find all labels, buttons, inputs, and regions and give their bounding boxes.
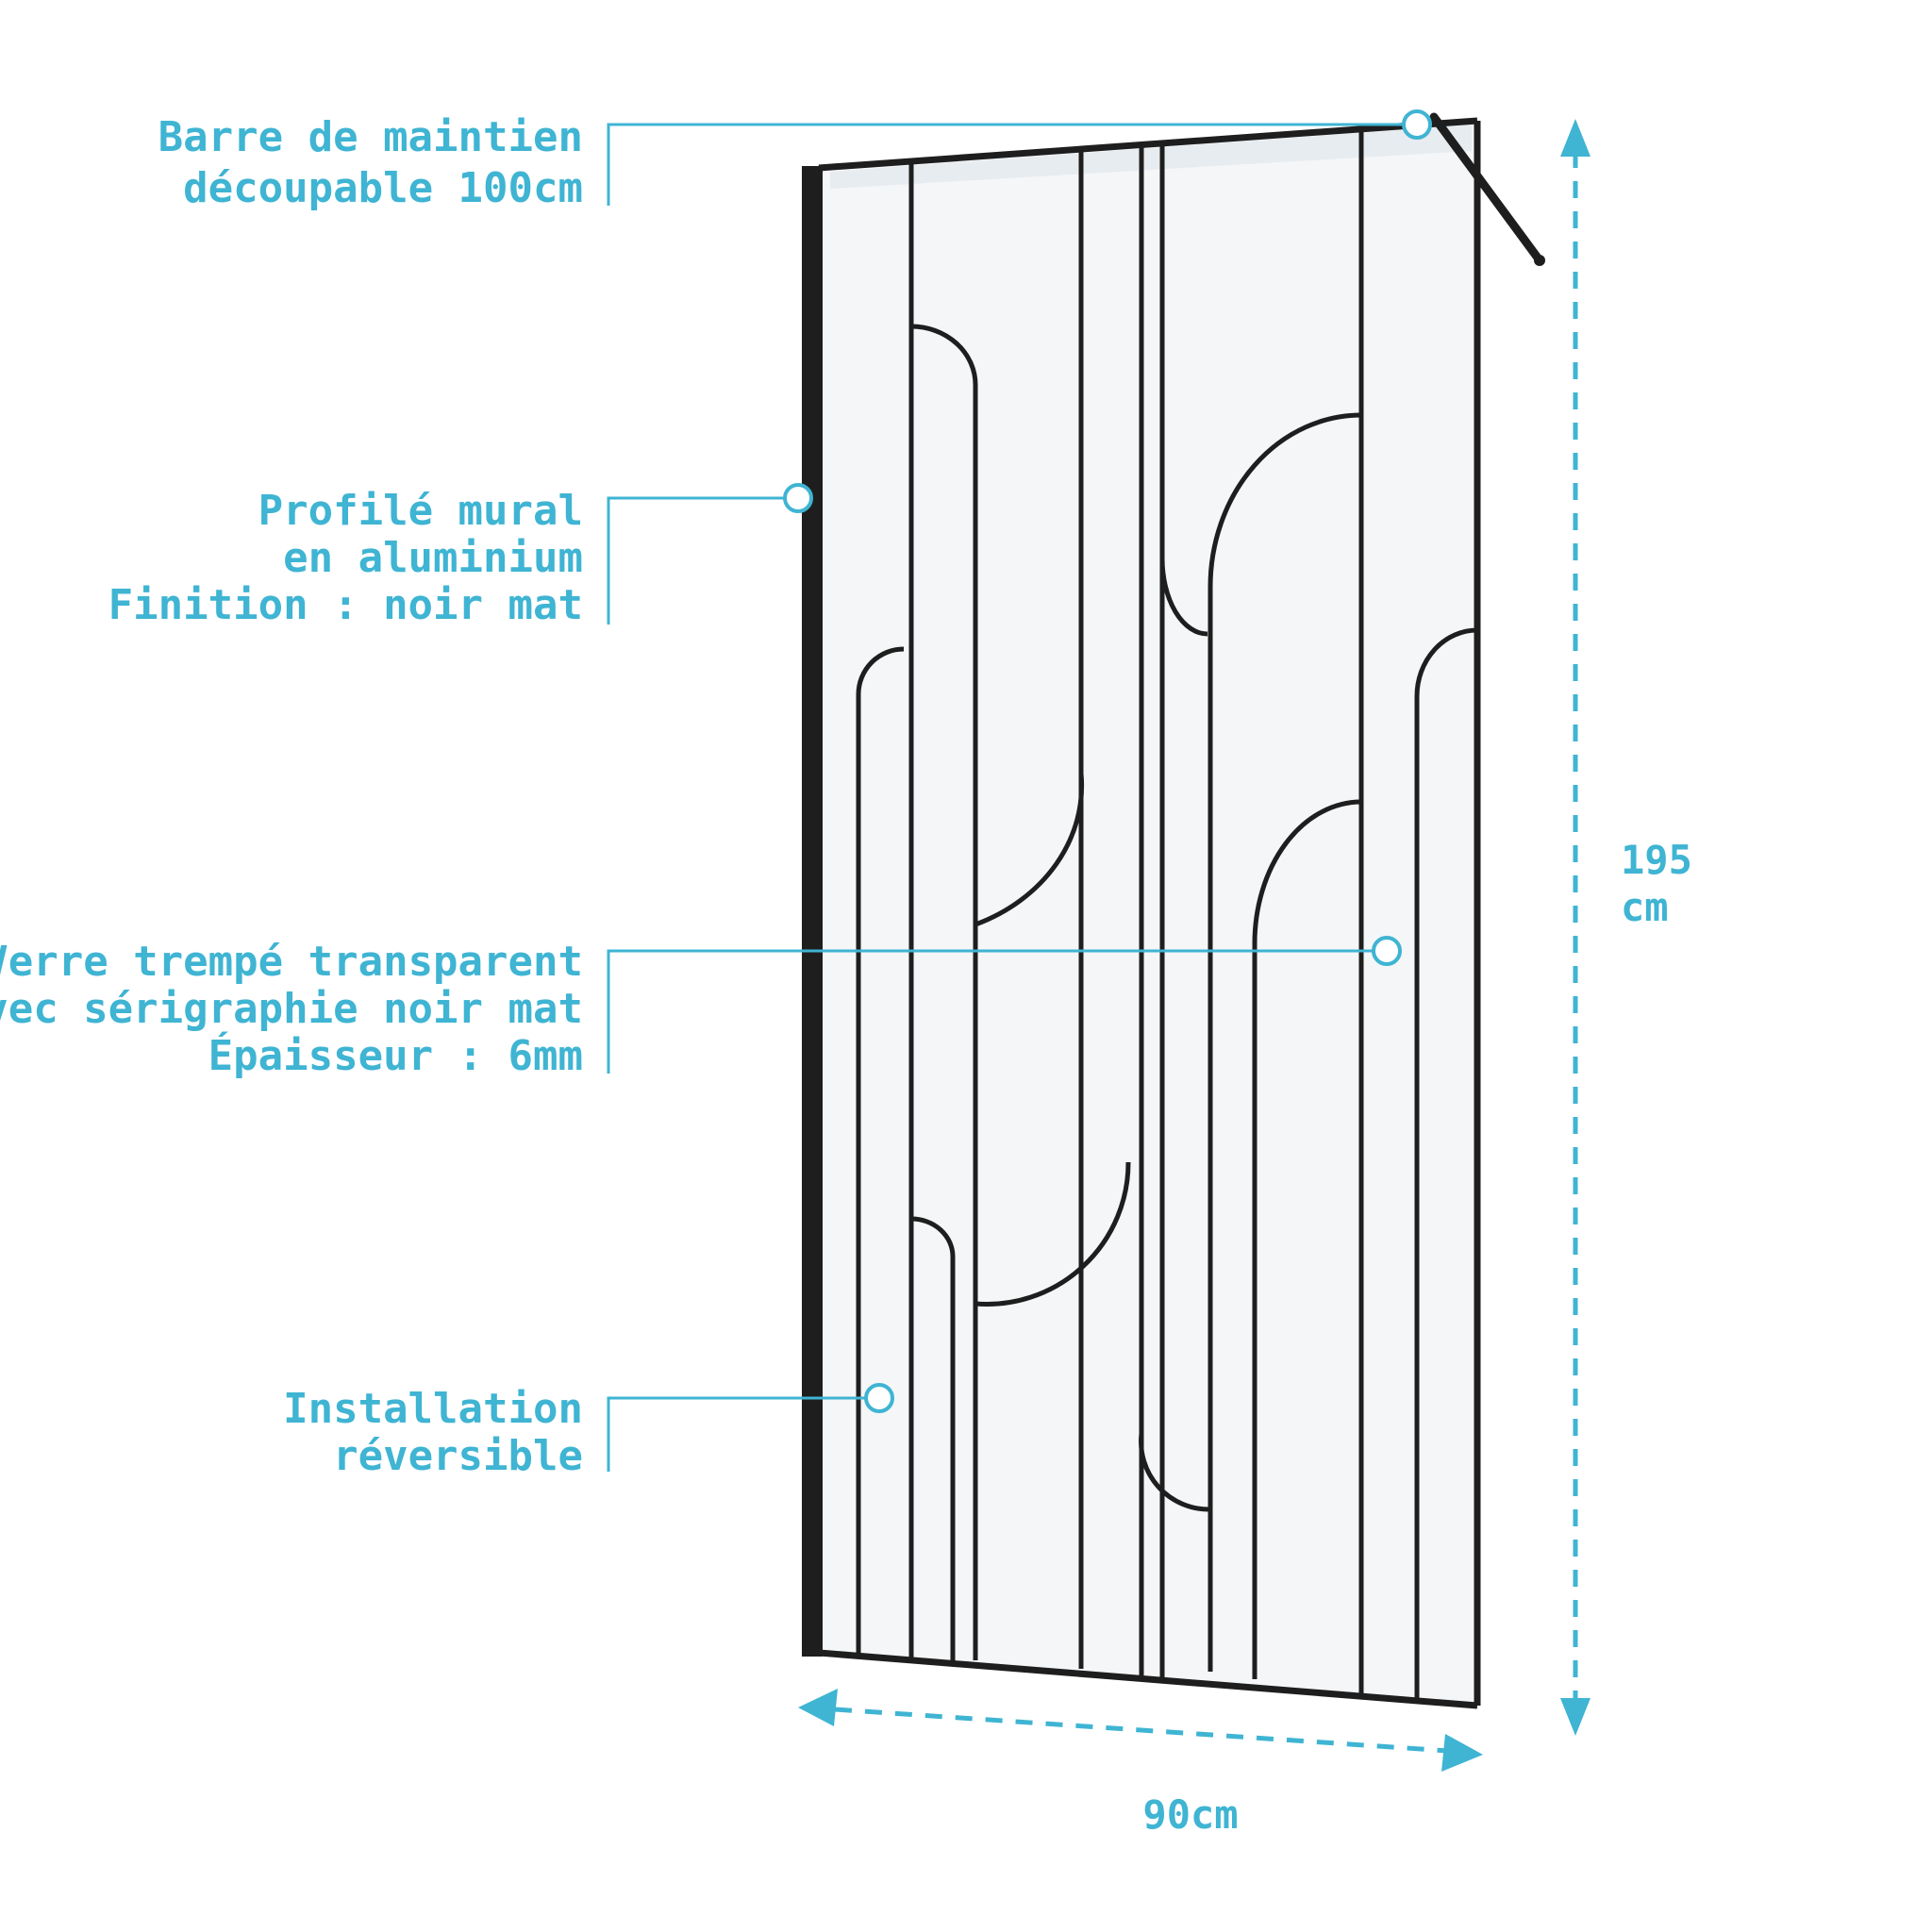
callout-profile-line: [607, 496, 798, 625]
callout-glass-line: [607, 949, 1387, 1074]
glass-top-reflection: [830, 125, 1472, 189]
width-arrow-right: [1441, 1734, 1483, 1772]
callout-bar-text-2: découpable 100cm: [183, 164, 583, 212]
frame-top: [818, 117, 1478, 172]
callout-bar-line: [607, 123, 1417, 206]
height-dimension: 195 cm: [1560, 119, 1692, 1736]
callout-glass-text-1: Verre trempé transparent: [0, 938, 583, 986]
callout-glass-text-2: avec sérigraphie noir mat: [0, 985, 583, 1033]
callout-profile-dot: [783, 483, 813, 513]
callout-install-text-1: Installation: [283, 1385, 583, 1433]
height-arrow-bottom: [1560, 1698, 1591, 1736]
callout-glass: Verre trempé transparent avec sérigraphi…: [0, 936, 1402, 1080]
height-value: 195: [1621, 837, 1692, 883]
pattern-arch: [910, 324, 978, 1660]
callout-bar-dot: [1402, 109, 1432, 140]
pattern-arch: [1139, 1433, 1210, 1512]
pattern-arch: [1252, 799, 1362, 1679]
callout-profile-text-3: Finition : noir mat: [108, 581, 583, 629]
callout-install-text-2: réversible: [333, 1432, 583, 1480]
wall-profile: [802, 166, 823, 1657]
width-dash-line: [834, 1707, 1449, 1754]
pattern-arch: [974, 1161, 1131, 1307]
callout-profile-text-1: Profilé mural: [258, 487, 583, 535]
pattern-arch: [910, 1216, 956, 1662]
callout-profile-text-2: en aluminium: [283, 534, 583, 582]
serigraphy-pattern: [856, 130, 1478, 1698]
pattern-arch: [1208, 412, 1362, 1672]
height-unit: cm: [1621, 884, 1669, 930]
callout-glass-dot: [1372, 936, 1402, 966]
callout-install-line: [607, 1396, 879, 1472]
pattern-arch: [1414, 627, 1478, 1698]
stabilizer-bar: [1429, 112, 1544, 265]
height-arrow-top: [1560, 119, 1591, 157]
width-value: 90cm: [1142, 1791, 1238, 1838]
width-arrow-left: [798, 1689, 838, 1726]
pattern-arch: [1159, 142, 1208, 637]
pattern-arch: [974, 154, 1085, 927]
width-dimension: 90cm: [798, 1689, 1483, 1838]
callout-install: Installation réversible: [283, 1383, 894, 1480]
callout-bar: Barre de maintien découpable 100cm: [158, 109, 1432, 212]
callout-profile: Profilé mural en aluminium Finition : no…: [108, 483, 813, 629]
frame-bottom: [818, 1649, 1478, 1709]
stabilizer-bar-end: [1534, 255, 1545, 266]
callout-install-dot: [864, 1383, 894, 1413]
glass-panel: [819, 121, 1477, 1706]
pattern-arch: [856, 646, 905, 1658]
callout-glass-text-3: Épaisseur : 6mm: [208, 1030, 583, 1080]
callout-bar-text-1: Barre de maintien: [158, 113, 583, 161]
